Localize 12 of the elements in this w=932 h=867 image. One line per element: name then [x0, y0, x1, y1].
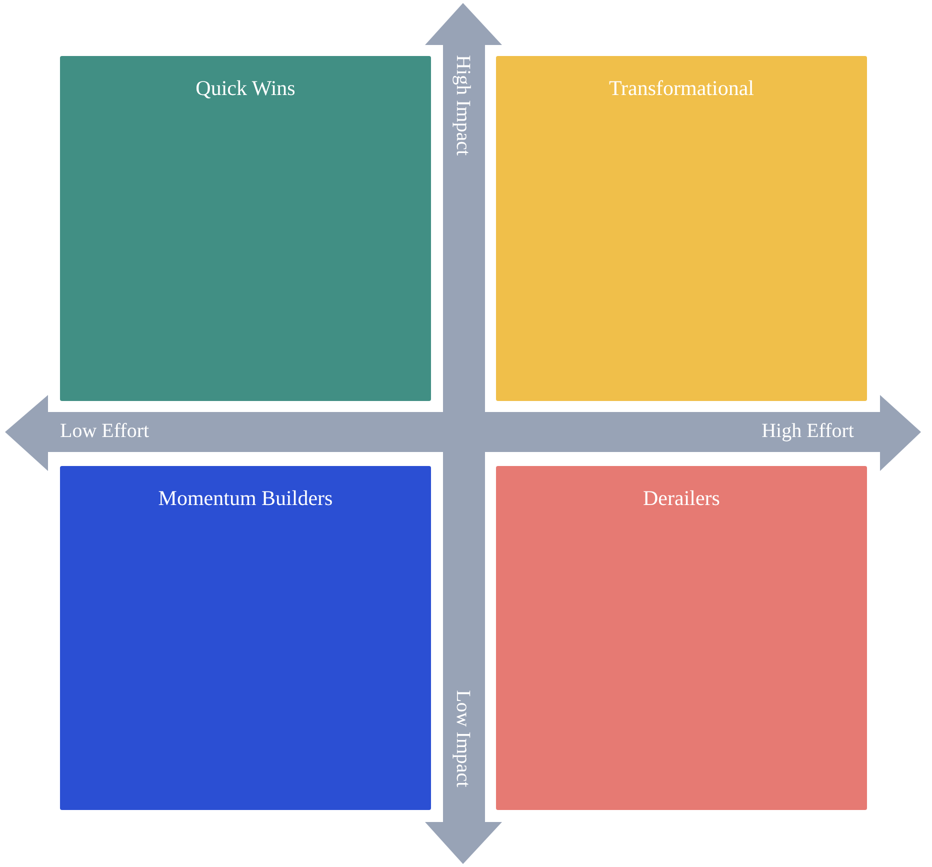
axis-label: High Effort [762, 420, 854, 443]
quadrant-panel [496, 466, 867, 810]
quadrant-title: Derailers [642, 486, 721, 511]
quadrant-title: Momentum Builders [157, 486, 334, 511]
quadrant-panel [60, 466, 431, 810]
quadrant-panel [60, 56, 431, 401]
axis-label: Low Effort [60, 420, 150, 443]
quadrant-title: Transformational [608, 76, 756, 101]
axis-label: Low Impact [451, 690, 474, 788]
axis-label: High Impact [451, 55, 474, 156]
quadrant-title: Quick Wins [194, 76, 296, 101]
quadrant-panel [496, 56, 867, 401]
